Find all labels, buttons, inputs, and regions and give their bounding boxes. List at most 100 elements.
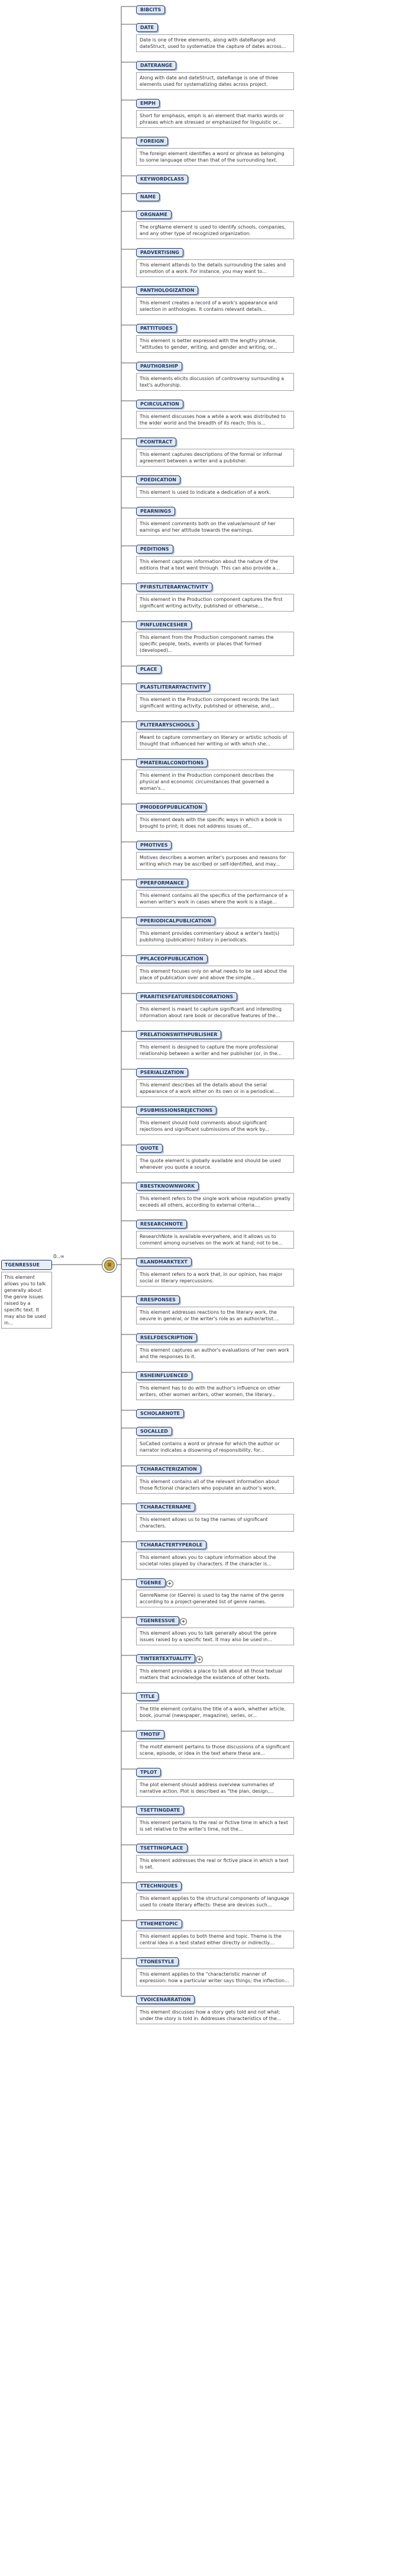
child-element-doc: Along with date and dateStruct, dateRang… [136, 72, 294, 90]
child-element-name[interactable]: PPERFORMANCE [136, 879, 188, 887]
child-element: PATTITUDES This element is better express… [136, 321, 349, 353]
child-element-doc: This element captures an author's evalua… [136, 1345, 294, 1362]
child-element-doc: This element applies to the structural c… [136, 1893, 294, 1911]
child-element-name[interactable]: KEYWORDCLASS [136, 175, 189, 184]
child-element-name[interactable]: TINTERTEXTUALITY+ [136, 1654, 204, 1663]
child-element-name[interactable]: PINFLUENCESHER [136, 620, 192, 629]
child-element-doc: ResearchNote is available everywhere, an… [136, 1231, 294, 1249]
child-element-name[interactable]: PANTHOLOGIZATION [136, 286, 199, 295]
child-element-name[interactable]: PCONTRACT [136, 438, 177, 446]
child-element-name[interactable]: PSUBMISSIONSREJECTIONS [136, 1106, 217, 1115]
child-element-doc: The orgName element is used to identify … [136, 221, 294, 239]
child-element-doc: This element in the Production component… [136, 594, 294, 612]
child-element-doc: Short for emphasis, emph is an element t… [136, 110, 294, 128]
child-element-name[interactable]: TSETTINGDATE [136, 1806, 185, 1815]
child-element-doc: This element allows you to capture infor… [136, 1552, 294, 1570]
child-element-name[interactable]: TGENRESSUE+ [136, 1616, 187, 1625]
child-element-name[interactable]: PAUTHORSHIP [136, 362, 182, 371]
child-element-doc: This element in the Production component… [136, 694, 294, 712]
child-element-doc: This element is better expressed with th… [136, 335, 294, 353]
child-element-name[interactable]: DATERANGE [136, 61, 177, 70]
child-element-doc: This element comments both on the value/… [136, 518, 294, 536]
child-element-name[interactable]: PEARNINGS [136, 507, 176, 516]
child-element: PLACE [136, 662, 349, 674]
child-element-doc: This element is designed to capture the … [136, 1041, 294, 1059]
child-element-name[interactable]: BIBCITS [136, 5, 166, 14]
child-element-name[interactable]: PMOTIVES [136, 841, 172, 850]
child-element-name[interactable]: PADVERTISING [136, 248, 183, 257]
child-element-name[interactable]: PFIRSTLITERARYACTIVITY [136, 583, 212, 591]
child-element-name[interactable]: PRARITIESFEATURESDECORATIONS [136, 992, 238, 1001]
child-element-name[interactable]: PMATERIALCONDITIONS [136, 758, 208, 767]
child-element-name[interactable]: PLITERARYSCHOOLS [136, 721, 199, 729]
child-element-doc: This element allows us to tag the names … [136, 1514, 294, 1532]
child-element-name[interactable]: TITLE [136, 1692, 159, 1701]
child-element-name[interactable]: PPERIODICALPUBLICATION [136, 916, 215, 925]
child-element-name[interactable]: FOREIGN [136, 137, 169, 146]
child-element-name[interactable]: TTECHNIQUES [136, 1882, 182, 1890]
child-element-name[interactable]: PSERIALIZATION [136, 1068, 188, 1077]
child-element: PINFLUENCESHER This element from the Prod… [136, 618, 349, 656]
child-element-doc: The quote element is globally available … [136, 1155, 294, 1173]
choice-compositor[interactable]: ≡ [102, 1258, 117, 1273]
child-element-name[interactable]: PRELATIONSWITHPUBLISHER [136, 1030, 222, 1039]
child-element-doc: This element contains all the specifics … [136, 890, 294, 908]
child-element-doc: This element refers to the single work w… [136, 1193, 294, 1211]
child-element-name[interactable]: PATTITUDES [136, 324, 177, 333]
child-element-name[interactable]: TGENRE+ [136, 1578, 173, 1587]
expand-icon[interactable]: + [179, 1618, 187, 1625]
child-element-name[interactable]: TCHARACTERTYPEROLE [136, 1541, 207, 1549]
child-element-name[interactable]: RESEARCHNOTE [136, 1220, 188, 1228]
child-element-name[interactable]: PDEDICATION [136, 475, 180, 484]
child-element-doc: This element provides commentary about a… [136, 928, 294, 946]
child-element-name[interactable]: TCHARACTERIZATION [136, 1465, 201, 1474]
child-element-name[interactable]: SOCALLED [136, 1427, 172, 1436]
expand-icon[interactable]: + [166, 1580, 173, 1587]
child-element-name[interactable]: PLACE [136, 665, 162, 674]
child-element-name[interactable]: PEDITIONS [136, 545, 173, 554]
root-element-name[interactable]: TGENRESSUE [1, 1260, 52, 1270]
child-element-name[interactable]: DATE [136, 23, 159, 32]
child-element: PFIRSTLITERARYACTIVITY This element in th… [136, 580, 349, 612]
child-element-name[interactable]: EMPH [136, 99, 160, 108]
child-element-doc: This element has to do with the author's… [136, 1382, 294, 1400]
child-element-name[interactable]: TTONESTYLE [136, 1957, 179, 1966]
child-element-doc: This element from the Production compone… [136, 632, 294, 656]
child-element-name[interactable]: QUOTE [136, 1144, 163, 1153]
expand-icon[interactable]: + [196, 1656, 204, 1663]
child-element-name[interactable]: ORGNAME [136, 210, 172, 219]
child-element-name[interactable]: NAME [136, 192, 160, 201]
child-element-doc: The title element contains the title of … [136, 1703, 294, 1721]
child-element: NAME [136, 189, 349, 201]
child-element-name[interactable]: RSELFDESCRIPTION [136, 1333, 197, 1342]
child-element-name[interactable]: TVOICENARRATION [136, 1995, 195, 2004]
child-element-name[interactable]: TTHEMETOPIC [136, 1919, 182, 1928]
child-element-name[interactable]: PLASTLITERARYACTIVITY [136, 683, 211, 692]
child-element-doc: This element is used to indicate a dedic… [136, 487, 294, 498]
child-element-name[interactable]: TMOTIF [136, 1730, 165, 1739]
child-element-name[interactable]: RSHEINFLUENCED [136, 1371, 192, 1380]
child-element-name[interactable]: TPLOT [136, 1768, 162, 1777]
child-element-doc: SoCalled contains a word or phrase for w… [136, 1438, 294, 1456]
child-element-name[interactable]: SCHOLARNOTE [136, 1409, 184, 1418]
child-element-doc: Date is one of three elements, along wit… [136, 34, 294, 52]
child-element-doc: This element deals with the specific way… [136, 814, 294, 832]
child-element-name[interactable]: RLANDMARKTEXT [136, 1258, 192, 1266]
child-element: PPERIODICALPUBLICATION This element provi… [136, 914, 349, 946]
child-element-name[interactable]: PCIRCULATION [136, 400, 183, 409]
child-element-name[interactable]: RBESTKNOWNWORK [136, 1182, 199, 1191]
child-element-name[interactable]: TSETTINGPLACE [136, 1844, 188, 1853]
child-element-name[interactable]: PMODEOFPUBLICATION [136, 803, 206, 812]
child-element-name[interactable]: RRESPONSES [136, 1295, 180, 1304]
child-element-name[interactable]: PPLACEOFPUBLICATION [136, 954, 208, 963]
child-element-name[interactable]: TCHARACTERNAME [136, 1503, 195, 1511]
